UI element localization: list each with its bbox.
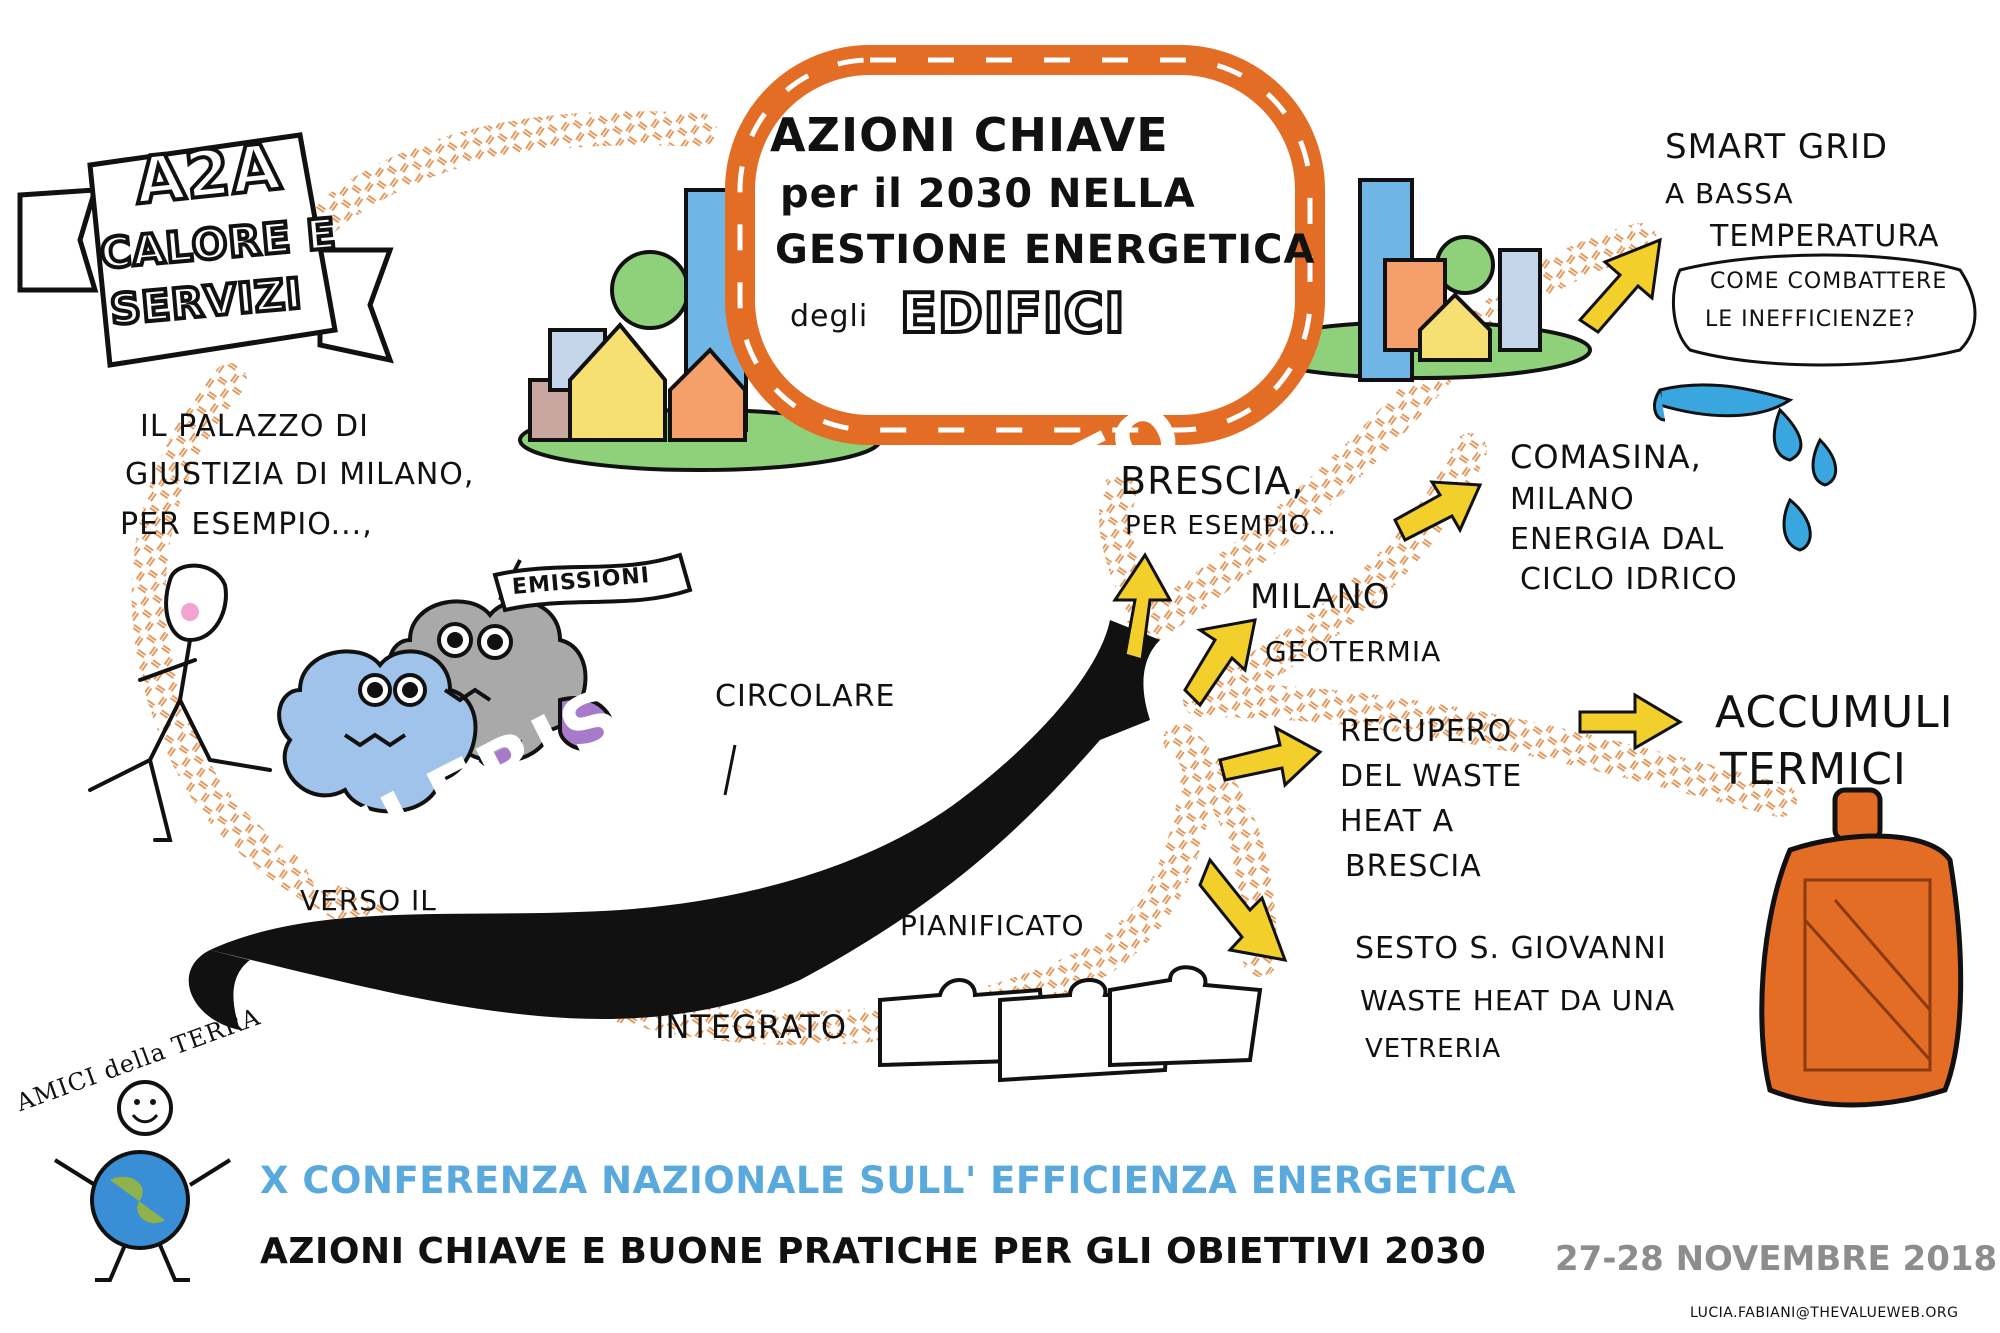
recupero-line-1: RECUPERO: [1340, 714, 1513, 749]
recupero-line-2: DEL WASTE: [1340, 759, 1523, 794]
path-center-hub: [1113, 363, 1447, 657]
title-line-2: per il 2030 NELLA: [780, 171, 1196, 217]
palazzo-note-2: GIUSTIZIA DI MILANO,: [125, 457, 475, 492]
comasina-line-3: ENERGIA DAL: [1510, 522, 1725, 557]
path-top-arc: [263, 111, 717, 277]
author-credit: LUCIA.FABIANI@THEVALUEWEB.ORG: [1690, 1305, 1959, 1321]
woven-paths: [131, 111, 1797, 1046]
arrow-accumuli: [1578, 692, 1683, 751]
accumuli-line-2: TERMICI: [1720, 744, 1907, 795]
purple-limb: [558, 696, 615, 752]
title-line-4-emph: EDIFICI: [898, 281, 1127, 346]
ribbon-pianificato: PIANIFICATO: [900, 909, 1085, 942]
purple-foot: [478, 739, 522, 771]
sesto-line-3: VETRERIA: [1365, 1034, 1502, 1064]
conference-date: 27-28 NOVEMBRE 2018: [1555, 1239, 1998, 1279]
city-skyline: [518, 178, 1592, 472]
house-right-1: [1418, 292, 1492, 362]
milano-line-1: MILANO: [1250, 577, 1391, 617]
smart-grid-line-2: a BASSA: [1665, 177, 1794, 210]
teleriscaldamento-ribbon: [188, 620, 1160, 1030]
emission-monsters: [277, 599, 615, 814]
arrow-comasina: [1393, 480, 1483, 543]
ribbon-verso: VERSO IL: [300, 884, 437, 917]
question-line-1: COME COMBATTERE: [1710, 269, 1948, 294]
kicking-person: [88, 563, 272, 842]
hot-water-bottle: [1759, 787, 1964, 1108]
comasina-line-4: CICLO IDRICO: [1520, 562, 1738, 597]
recupero-line-4: BRESCIA: [1345, 849, 1482, 884]
title-frame: [725, 45, 1325, 445]
sesto-line-2: WASTE HEAT DA UNA: [1360, 984, 1676, 1017]
emissions-flag: [492, 552, 693, 613]
comasina-line-2: MILANO: [1510, 482, 1635, 517]
ribbon-ticks: [673, 744, 737, 1001]
arrow-smart-grid: [1577, 237, 1662, 334]
palazzo-note-1: IL PALAZZO DI: [140, 409, 369, 444]
arrow-milano: [1183, 618, 1257, 708]
a2a-title: A2A: [129, 129, 287, 222]
question-bubble: [1671, 253, 1977, 367]
house-left-2: [668, 347, 747, 442]
ribbon-circolare: CIRCOLARE: [715, 679, 896, 714]
puzzle-pieces: [878, 965, 1263, 1083]
tower-right-3: [1498, 248, 1542, 352]
title-line-1: AZIONI CHIAVE: [770, 108, 1169, 162]
title-line-4-prefix: degli: [790, 299, 869, 334]
smiley-head: [117, 1080, 173, 1136]
arrows: [1112, 237, 1683, 962]
smart-grid-line-3: TEMPERATURA: [1710, 219, 1940, 254]
brescia-line-1: BRESCIA,: [1120, 459, 1305, 503]
comasina-line-1: COMASINA,: [1510, 438, 1702, 476]
path-accumuli: [1183, 683, 1797, 817]
conference-title: X CONFERENZA NAZIONALE SULL' EFFICIENZA …: [260, 1159, 1517, 1202]
question-line-2: LE INEFFICIENZE?: [1705, 307, 1916, 332]
conference-subtitle: AZIONI CHIAVE E BUONE PRATICHE PER GLI O…: [260, 1231, 1487, 1272]
arrow-recupero: [1218, 725, 1323, 788]
house-left-1: [568, 321, 667, 442]
a2a-banner: [17, 132, 394, 368]
recupero-line-3: HEAT a: [1340, 804, 1455, 839]
smart-grid-line-1: SMART GRID: [1665, 127, 1889, 167]
water-drops: [1653, 383, 1838, 552]
amici-logo: [53, 1080, 232, 1282]
milano-line-2: GEOTERMIA: [1265, 635, 1442, 668]
palazzo-note-3: PER ESEMPIO...,: [120, 507, 373, 542]
title-line-3: GESTIONE ENERGETICA: [775, 227, 1316, 273]
sesto-line-1: SESTO S. GIOVANNI: [1355, 931, 1667, 966]
arrow-sesto: [1198, 857, 1288, 962]
arrow-brescia: [1112, 552, 1173, 662]
accumuli-line-1: ACCUMULI: [1715, 687, 1954, 738]
tree-left: [610, 250, 690, 330]
ribbon-integrato: INTEGRATO: [655, 1008, 848, 1046]
brescia-line-2: PER ESEMPIO...: [1125, 511, 1337, 541]
